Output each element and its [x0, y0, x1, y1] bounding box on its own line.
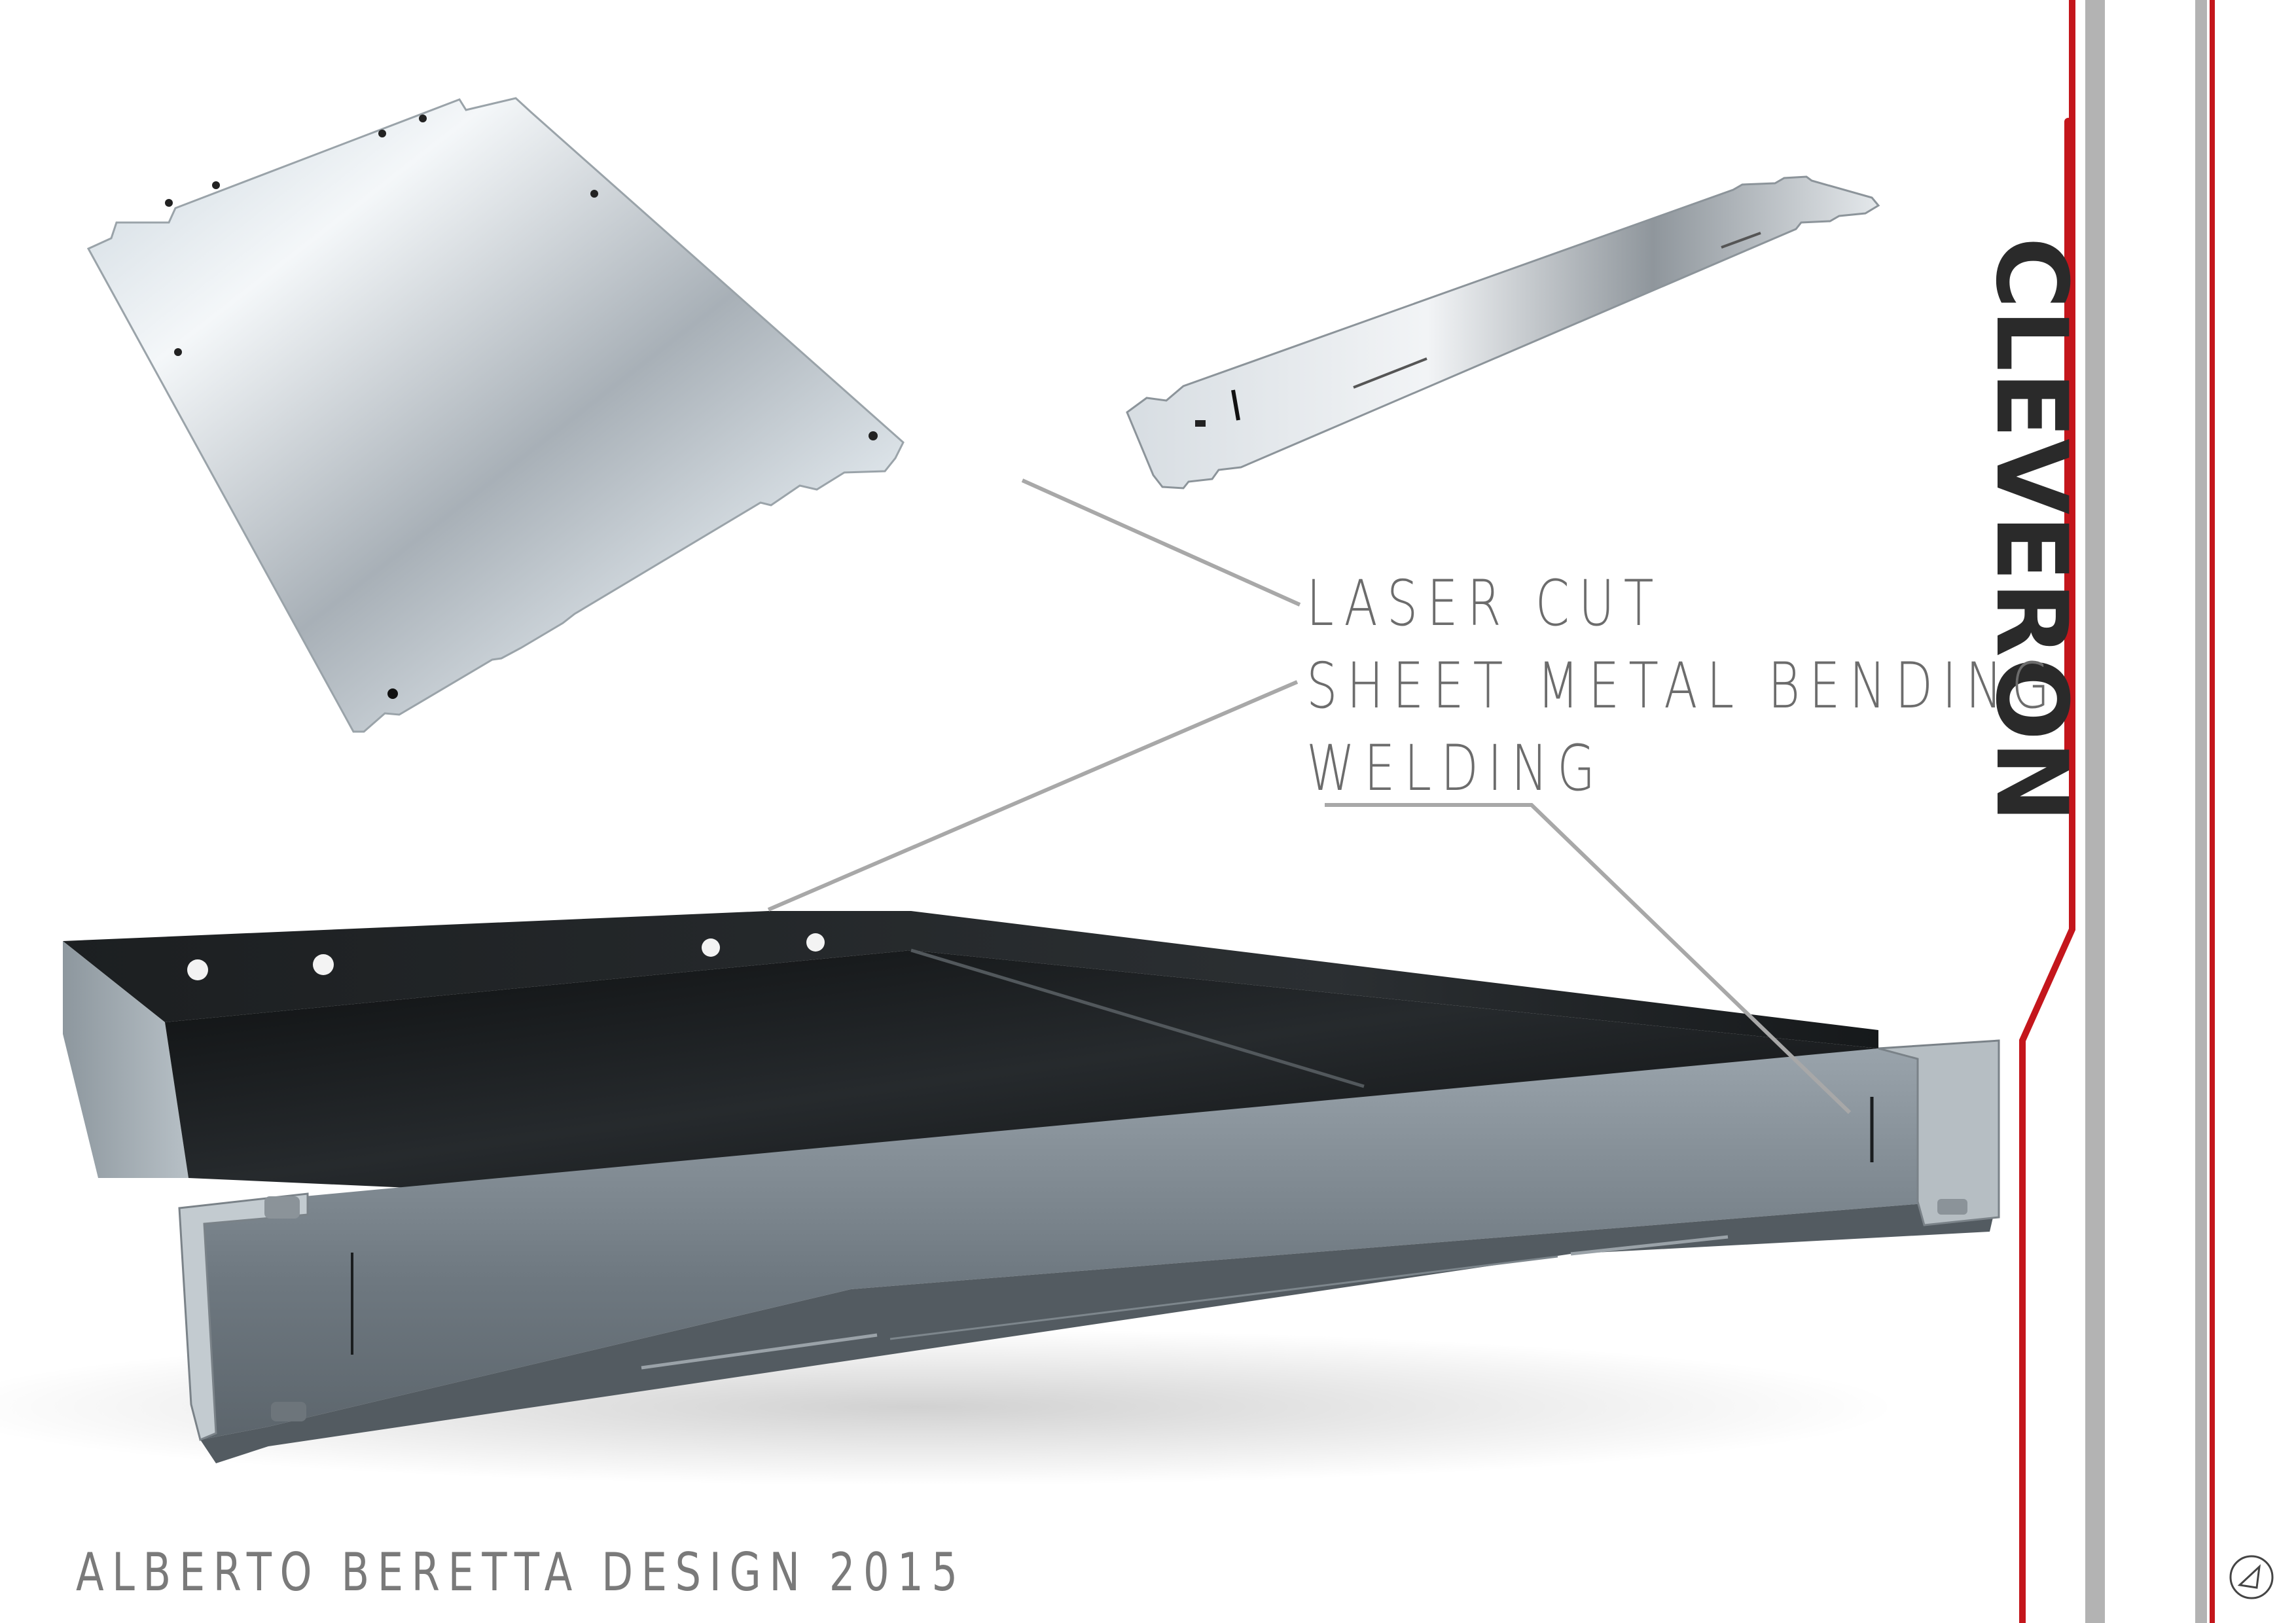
callout-leader-lines	[767, 478, 1852, 1115]
designer-credit: ALBERTO BERETTA DESIGN 2015	[76, 1542, 966, 1603]
signature-logo-icon	[2229, 1555, 2274, 1599]
logo-text: CLEVERON	[1974, 237, 2088, 823]
cleveron-logo: CLEVERON	[1974, 237, 2088, 823]
callout-sheet-metal-bending: SHEET METAL BENDING	[1306, 649, 2059, 722]
callout-laser-cut: LASER CUT	[1306, 567, 1663, 640]
welded-tray-image	[63, 911, 2000, 1463]
decorative-side-stripes	[2019, 0, 2215, 1623]
laser-cut-strip-image	[1126, 175, 1880, 490]
laser-cut-plate-image	[86, 97, 905, 733]
callout-welding: WELDING	[1306, 732, 1605, 805]
